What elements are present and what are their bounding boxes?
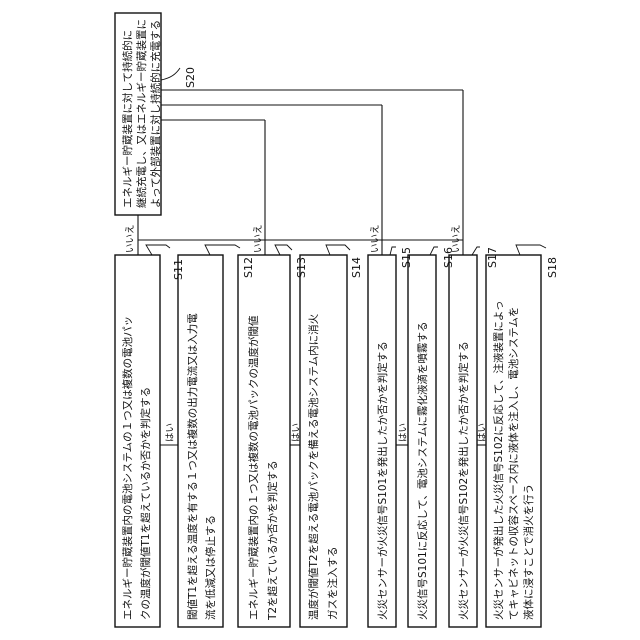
box-s13	[238, 255, 290, 627]
step-label-s17: S17	[486, 247, 499, 268]
ref-leader-s13	[275, 245, 292, 255]
step-label-s13: S13	[295, 257, 308, 278]
rotated-flowchart: エネルギー貯蔵装置内の電池システムの１つ又は複数の電池パッ クの温度が閾値T1を…	[115, 13, 559, 627]
s14-line-2: ガスを注入する	[326, 547, 339, 621]
yes-label-s13: はい	[291, 423, 302, 442]
no-label-s15: いいえ	[370, 224, 381, 253]
s13-line-2: T2を超えているか否かを判定する	[266, 460, 279, 621]
step-label-s14: S14	[350, 257, 363, 278]
no-label-s13: いいえ	[253, 224, 264, 253]
s18-line-3: 液体に浸すことで消火を行う	[522, 484, 535, 620]
s11-line-1: エネルギー貯蔵装置内の電池システムの１つ又は複数の電池パッ	[121, 316, 134, 620]
s13-line-1: エネルギー貯蔵装置内の１つ又は複数の電池パックの温度が閾値	[247, 315, 260, 620]
ref-leader-s17	[472, 247, 480, 255]
no-label-s11: いいえ	[125, 224, 136, 253]
ref-leader-s12	[205, 245, 240, 255]
s11-line-2: クの温度が閾値T1を超えているか否かを判定する	[139, 387, 152, 620]
s16-text: 火災信号S101に反応して、電池システムに霧化液滴を噴霧する	[416, 321, 429, 620]
ref-leader-s18	[516, 245, 546, 255]
step-label-s18: S18	[546, 257, 559, 278]
yes-label-s15: はい	[398, 423, 409, 442]
ref-leader-s20	[161, 68, 180, 80]
yes-label-s17: はい	[477, 423, 488, 442]
step-label-s15: S15	[400, 247, 413, 268]
s17-text: 火災センサーが火災信号S102を発出したか否かを判定する	[457, 341, 470, 620]
s12-line-1: 閾値T1を超える温度を有する１つ又は複数の出力電流又は入力電	[186, 313, 199, 620]
ref-leader-s15	[390, 247, 396, 255]
step-label-s12: S12	[242, 257, 255, 278]
ref-leader-s14	[326, 245, 350, 255]
s18-line-2: てキャビネットの収容スペース内に液体を注入し、電池システムを	[507, 307, 520, 620]
s15-text: 火災センサーが火災信号S101を発出したか否かを判定する	[376, 341, 389, 620]
ref-leader-s11	[146, 245, 170, 255]
step-label-s20: S20	[184, 67, 197, 88]
s18-line-1: 火災センサーが発出した火災信号S102に反応して、注液装置によっ	[492, 300, 505, 620]
s20-line-3: よって外部装置に対し持続的に充電する	[149, 20, 162, 208]
step-label-s16: S16	[442, 247, 455, 268]
s20-text: エネルギー貯蔵装置に対して持続的に 継続充電し、又はエネルギー貯蔵装置に よって…	[121, 16, 162, 208]
s14-line-1: 温度が閾値T2を超える電池パックを備える電池システム内に消火	[307, 313, 320, 620]
s12-line-2: 流を低減又は停止する	[204, 515, 217, 620]
ref-leader-s16	[430, 247, 438, 255]
s20-line-1: エネルギー貯蔵装置に対して持続的に	[121, 30, 134, 208]
s20-line-2: 継続充電し、又はエネルギー貯蔵装置に	[135, 19, 148, 208]
yes-label-s11: はい	[165, 423, 176, 442]
step-label-s11: S11	[172, 259, 185, 280]
